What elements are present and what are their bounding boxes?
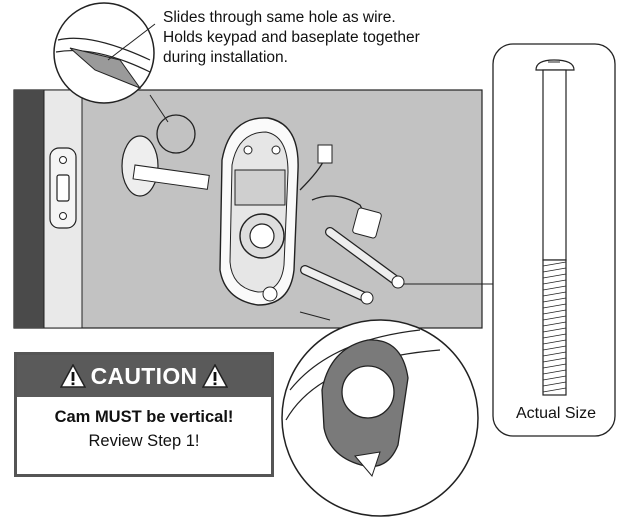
detail-circle-top bbox=[53, 2, 196, 154]
actual-size-panel bbox=[492, 43, 616, 437]
keypad-baseplate bbox=[219, 117, 299, 306]
long-screws bbox=[300, 227, 493, 305]
callout-line: Slides through same hole as wire. bbox=[163, 9, 396, 26]
strike-plate bbox=[49, 147, 77, 229]
exterior-rosette bbox=[121, 135, 210, 197]
warning-icon bbox=[59, 364, 86, 388]
screw-threads bbox=[542, 261, 567, 393]
caution-message-bold: Cam MUST be vertical! bbox=[54, 408, 234, 426]
callout-line: during installation. bbox=[163, 49, 288, 66]
caution-header: CAUTION bbox=[17, 355, 271, 397]
caution-message: Review Step 1! bbox=[88, 432, 200, 450]
warning-icon bbox=[202, 364, 229, 388]
callout-line: Holds keypad and baseplate together bbox=[163, 29, 420, 46]
installation-callout: Slides through same hole as wire. Holds … bbox=[163, 8, 483, 68]
caution-title: CAUTION bbox=[90, 362, 198, 389]
detail-circle-cam bbox=[281, 311, 479, 517]
caution-box: CAUTION Cam MUST be vertical! Review Ste… bbox=[14, 352, 274, 477]
actual-size-label: Actual Size bbox=[515, 405, 597, 422]
caution-body: Cam MUST be vertical! Review Step 1! bbox=[17, 397, 271, 453]
wire-harness bbox=[299, 144, 382, 239]
